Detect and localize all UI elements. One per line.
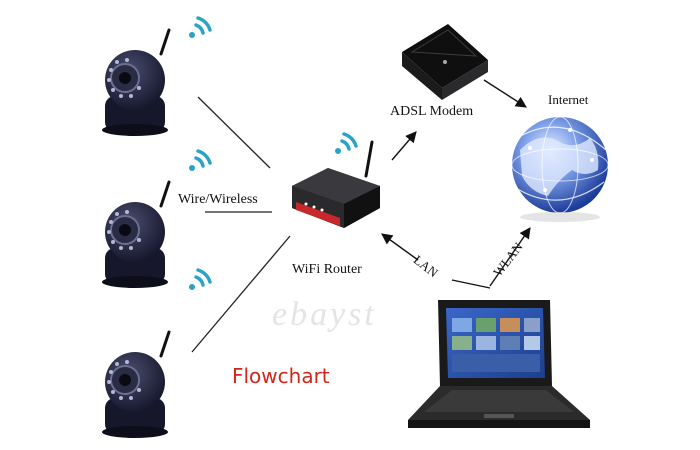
ip-camera-icon [102, 28, 171, 136]
watermark: ebayst [272, 296, 377, 333]
internet-globe-icon [511, 116, 609, 222]
adsl-modem-label: ADSL Modem [390, 104, 474, 119]
connector-camera1-router [197, 96, 271, 169]
arrow-wlan-to-internet [489, 227, 531, 287]
wifi-signal-icon [189, 268, 212, 290]
connector-lan-wlan [451, 279, 491, 289]
connector-camera3-router [191, 235, 291, 353]
wifi-signal-icon [189, 149, 212, 171]
wire-wireless-label: Wire/Wireless [178, 192, 258, 207]
ip-camera-icon [102, 330, 171, 438]
arrow-router-to-modem [391, 131, 417, 161]
internet-label: Internet [548, 92, 589, 107]
ip-camera-icon [102, 180, 171, 288]
wifi-router-label: WiFi Router [292, 262, 362, 277]
laptop-icon [408, 300, 590, 428]
wifi-router-icon [292, 140, 380, 228]
flowchart-title: Flowchart [232, 364, 330, 388]
arrow-modem-to-internet [483, 79, 527, 108]
wifi-signal-icon [189, 16, 212, 38]
arrow-lan-to-router [381, 233, 419, 261]
wifi-signal-icon [335, 132, 358, 154]
adsl-modem-icon [402, 24, 488, 100]
